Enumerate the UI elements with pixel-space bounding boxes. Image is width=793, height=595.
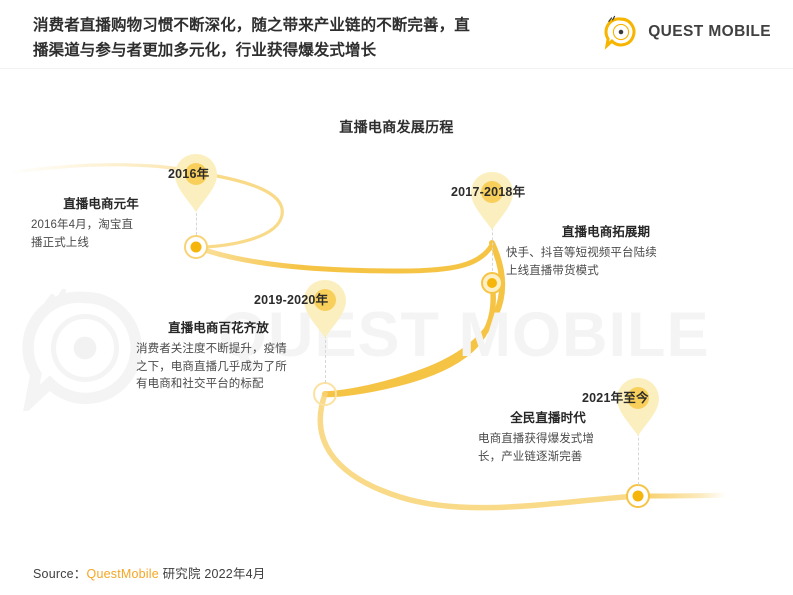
note-body-2019-2020: 消费者关注度不断提升，疫情 之下，电商直播几乎成为了所 有电商和社交平台的标配 — [136, 343, 287, 390]
note-head-2016: 直播电商元年 — [63, 197, 139, 211]
timeline-node-2016[interactable] — [184, 235, 208, 259]
page-title: 消费者直播购物习惯不断深化，随之带来产业链的不断完善，直 播渠道与参与者更加多元… — [33, 17, 470, 59]
source-prefix: Source： — [33, 567, 87, 581]
pin-label-2019-2020: 2019-2020年 — [254, 293, 329, 307]
header: 消费者直播购物习惯不断深化，随之带来产业链的不断完善，直 播渠道与参与者更加多元… — [0, 0, 793, 100]
timeline-node-2019-2020[interactable] — [313, 382, 337, 406]
source-suffix: 研究院 2022年4月 — [158, 567, 266, 581]
chart-title: 直播电商发展历程 — [339, 119, 454, 135]
leader-2021-now — [638, 413, 639, 485]
note-head-2021-now: 全民直播时代 — [510, 411, 586, 425]
note-body-2016: 2016年4月，淘宝直 播正式上线 — [31, 219, 134, 249]
timeline-node-2021-now[interactable] — [626, 484, 650, 508]
note-2016: 直播电商元年 2016年4月，淘宝直 播正式上线 — [31, 195, 171, 252]
header-divider — [0, 68, 793, 69]
timeline-segment-plateau — [193, 242, 495, 274]
source-line: Source：QuestMobile 研究院 2022年4月 — [33, 563, 266, 582]
note-head-2017-2018: 直播电商拓展期 — [561, 225, 651, 239]
timeline-segment-descent — [317, 391, 641, 511]
note-2017-2018: 直播电商拓展期 快手、抖音等短视频平台陆续 上线直播带货模式 — [506, 223, 706, 280]
map-pin-icon — [617, 378, 659, 436]
leader-2016 — [196, 189, 197, 235]
map-pin-icon — [471, 172, 513, 230]
timeline-segment-loop — [198, 171, 284, 249]
brand-lockup: QUEST MOBILE — [602, 12, 771, 52]
timeline-node-2017-2018[interactable] — [481, 272, 503, 294]
timeline-diagram: 2016年 2017-2018年 2019-2020年 2021年至今 — [0, 145, 793, 535]
pin-label-2021-now: 2021年至今 — [582, 391, 649, 405]
note-head-2019-2020: 直播电商百花齐放 — [168, 321, 269, 335]
map-pin-icon — [304, 280, 346, 338]
questmobile-logo-icon — [604, 15, 636, 50]
note-body-2017-2018: 快手、抖音等短视频平台陆续 上线直播带货模式 — [506, 247, 657, 277]
leader-2019-2020 — [325, 315, 326, 383]
leader-2017-2018 — [492, 207, 493, 271]
note-2021-now: 全民直播时代 电商直播获得爆发式增 长，产业链逐渐完善 — [478, 409, 618, 466]
pin-label-2016: 2016年 — [168, 167, 210, 181]
pin-label-2017-2018: 2017-2018年 — [451, 185, 526, 199]
timeline-segment-tail — [635, 492, 729, 499]
brand-wordmark: QUEST MOBILE — [648, 23, 771, 40]
timeline-segment-s-main — [322, 240, 506, 398]
note-body-2021-now: 电商直播获得爆发式增 长，产业链逐渐完善 — [478, 433, 594, 463]
map-pin-icon — [175, 154, 217, 212]
source-brand: QuestMobile — [86, 567, 159, 581]
note-2019-2020: 直播电商百花齐放 消费者关注度不断提升，疫情 之下，电商直播几乎成为了所 有电商… — [136, 319, 301, 394]
